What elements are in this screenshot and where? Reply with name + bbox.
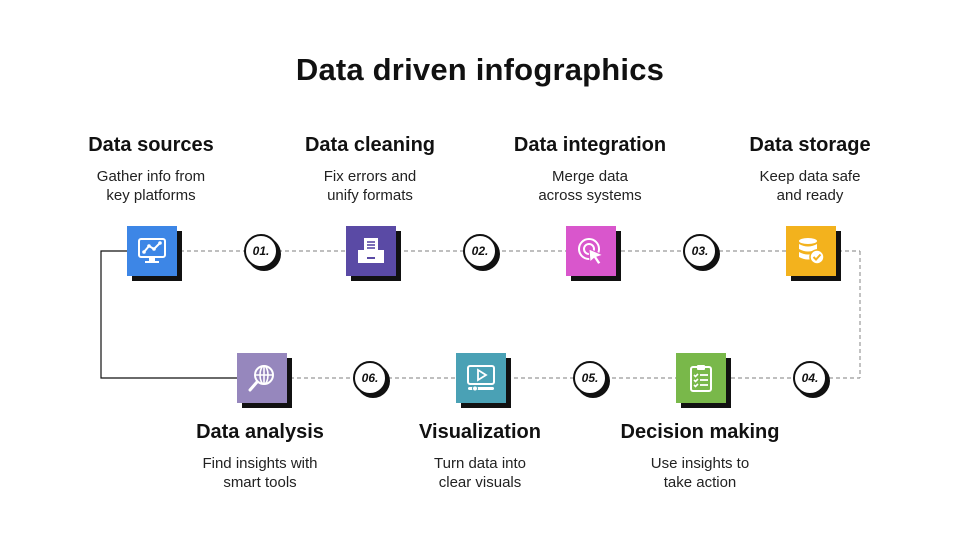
step-icon-decision-making xyxy=(676,353,726,403)
step-desc-data-cleaning: Fix errors and unify formats xyxy=(270,167,470,205)
globe-search-icon xyxy=(248,365,274,392)
step-title-data-cleaning: Data cleaning xyxy=(304,134,436,156)
step-desc-visualization: Turn data into clear visuals xyxy=(380,454,580,492)
desc-line: clear visuals xyxy=(438,474,522,491)
step-desc-decision-making: Use insights to take action xyxy=(600,454,800,492)
step-number-06: 06. xyxy=(353,361,387,395)
document-tray-icon xyxy=(358,238,384,263)
step-icon-data-cleaning xyxy=(346,226,396,276)
step-number-04: 04. xyxy=(793,361,827,395)
desc-line: Use insights to xyxy=(650,455,750,472)
step-title-visualization: Visualization xyxy=(419,421,541,443)
clipboard-checklist-icon xyxy=(690,365,712,392)
desc-line: Fix errors and xyxy=(323,168,417,185)
desc-line: Gather info from xyxy=(96,168,206,185)
step-title-data-integration: Data integration xyxy=(513,134,667,156)
cursor-click-icon xyxy=(578,238,605,266)
step-title-data-analysis: Data analysis xyxy=(196,421,324,443)
step-title-data-storage: Data storage xyxy=(749,134,871,156)
step-icon-data-analysis xyxy=(237,353,287,403)
desc-line: key platforms xyxy=(106,187,196,204)
step-desc-data-storage: Keep data safe and ready xyxy=(710,167,910,205)
desc-line: unify formats xyxy=(327,187,413,204)
desc-line: and ready xyxy=(776,187,844,204)
step-desc-data-integration: Merge data across systems xyxy=(490,167,690,205)
step-number-05: 05. xyxy=(573,361,607,395)
step-icon-data-sources xyxy=(127,226,177,276)
desc-line: Merge data xyxy=(552,168,628,185)
desc-line: Find insights with xyxy=(202,455,318,472)
desc-line: across systems xyxy=(538,187,642,204)
step-number-03: 03. xyxy=(683,234,717,268)
desc-line: take action xyxy=(663,474,737,491)
step-icon-data-storage xyxy=(786,226,836,276)
database-check-icon xyxy=(799,238,825,265)
step-icon-data-integration xyxy=(566,226,616,276)
step-number-01: 01. xyxy=(244,234,278,268)
play-screen-icon xyxy=(467,365,495,392)
step-title-data-sources: Data sources xyxy=(88,134,214,156)
step-number-02: 02. xyxy=(463,234,497,268)
step-title-decision-making: Decision making xyxy=(620,421,780,443)
desc-line: Turn data into xyxy=(434,455,526,472)
page-title: Data driven infographics xyxy=(295,52,665,87)
left-connector-line xyxy=(100,250,237,379)
step-desc-data-sources: Gather info from key platforms xyxy=(51,167,251,205)
step-desc-data-analysis: Find insights with smart tools xyxy=(160,454,360,492)
monitor-chart-icon xyxy=(138,238,166,263)
step-icon-visualization xyxy=(456,353,506,403)
desc-line: smart tools xyxy=(223,474,297,491)
desc-line: Keep data safe xyxy=(759,168,861,185)
